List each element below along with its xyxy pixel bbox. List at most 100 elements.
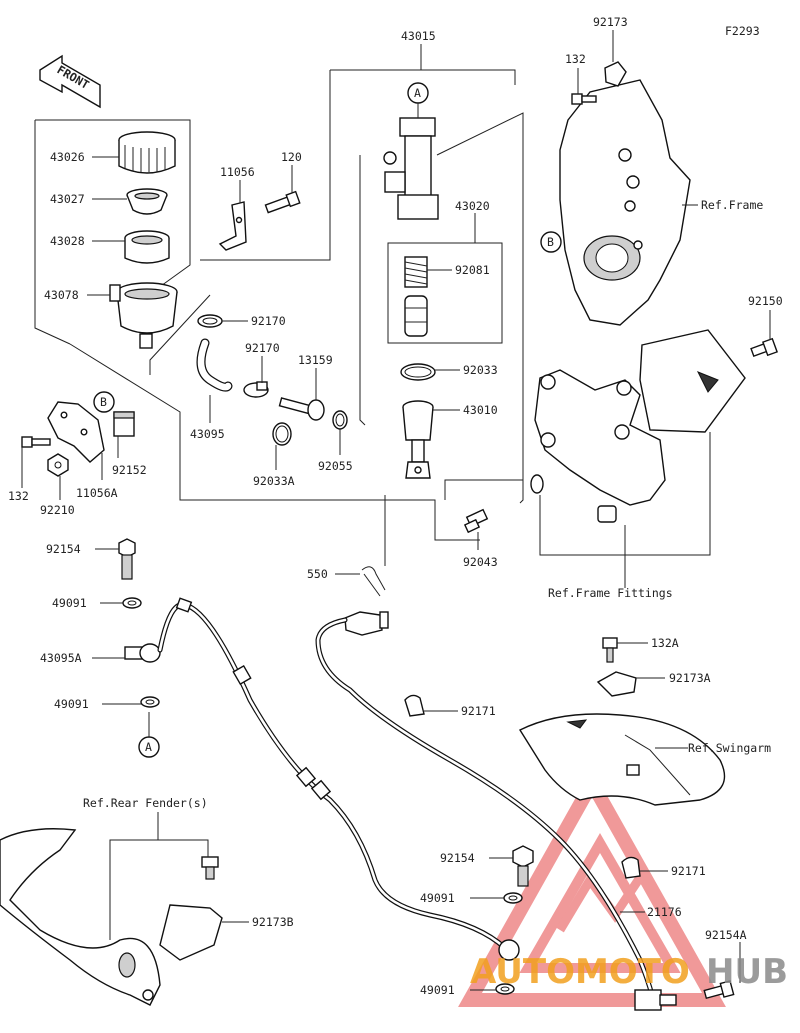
label-92152: 92152 [112, 463, 147, 477]
label-92171-a: 92171 [461, 704, 496, 718]
reservoir-tank [109, 282, 178, 349]
diagram-code: F2293 [725, 24, 760, 38]
label-43010: 43010 [463, 403, 498, 417]
ref-rear-fender: Ref.Rear Fender(s) [83, 796, 208, 810]
spring-92081 [404, 256, 428, 288]
washer-49091-d [495, 983, 515, 995]
label-92173: 92173 [593, 15, 628, 29]
label-21176: 21176 [647, 905, 682, 919]
reservoir-cap [118, 131, 176, 174]
label-43028: 43028 [50, 234, 85, 248]
rear-fender-part [0, 828, 161, 1006]
label-43078: 43078 [44, 288, 79, 302]
clip-92171-a [404, 694, 425, 717]
label-92154a: 92154A [705, 928, 747, 942]
label-132-top: 132 [565, 52, 586, 66]
assembly-outlines [34, 44, 524, 541]
washer-49091-c [503, 892, 523, 904]
label-92170-b: 92170 [245, 341, 280, 355]
label-92150: 92150 [748, 294, 783, 308]
clamp-92173 [604, 61, 627, 87]
label-92173b: 92173B [252, 915, 294, 929]
label-550: 550 [307, 567, 328, 581]
label-49091-d: 49091 [420, 983, 455, 997]
bolt-fender [201, 856, 219, 880]
reservoir-plate [126, 188, 168, 215]
label-49091-b: 49091 [54, 697, 89, 711]
frame-part [559, 79, 691, 326]
piston-43020 [404, 295, 428, 337]
bolt-120 [264, 190, 301, 214]
clamp-92170-a [197, 314, 223, 328]
speed-sensor [634, 989, 677, 1011]
watermark-text: AUTOMOTO HUB [470, 952, 788, 992]
pin-92043 [463, 508, 489, 534]
wire-harness [315, 617, 655, 998]
hose-grommets [175, 597, 332, 801]
cotter-pin-550 [361, 566, 386, 597]
hose-43095 [196, 338, 233, 392]
label-92033a: 92033A [253, 474, 295, 488]
pushrod-43010 [402, 400, 434, 479]
bolt-132-top [571, 93, 597, 105]
ref-frame: Ref.Frame [701, 198, 763, 212]
banjo-fitting-43095a [124, 643, 161, 663]
svg-text:A: A [145, 740, 152, 754]
label-92154-b: 92154 [440, 851, 475, 865]
svg-text:B: B [547, 235, 554, 249]
reservoir-diaphragm [124, 230, 170, 264]
label-43095a: 43095A [40, 651, 82, 665]
label-92170-a: 92170 [251, 314, 286, 328]
label-92043: 92043 [463, 555, 498, 569]
swingarm-part [518, 713, 726, 806]
oring-92055 [332, 410, 348, 430]
label-11056: 11056 [220, 165, 255, 179]
label-43026: 43026 [50, 150, 85, 164]
label-13159: 13159 [298, 353, 333, 367]
footpeg-bracket [534, 369, 666, 523]
callout-a-top: A [407, 82, 429, 118]
label-92171-b: 92171 [671, 864, 706, 878]
clamp-92170-b [243, 381, 269, 398]
label-43015: 43015 [401, 29, 436, 43]
label-92033: 92033 [463, 363, 498, 377]
sensor-connector [344, 611, 389, 636]
label-132a: 132A [651, 636, 679, 650]
label-92173a: 92173A [669, 671, 711, 685]
slave-cylinder-fitting [498, 939, 520, 961]
clamp-92173b [159, 904, 223, 961]
label-49091-c: 49091 [420, 891, 455, 905]
bolt-132a [602, 637, 618, 663]
banjo-bolt-92154-a [118, 538, 136, 580]
watermark-part1: AUTOMOTO [470, 952, 690, 992]
label-92081: 92081 [455, 263, 490, 277]
leaders-reservoir [87, 156, 127, 296]
callout-b-left: B [93, 391, 115, 413]
bracket-11056 [218, 201, 247, 251]
label-49091-a: 49091 [52, 596, 87, 610]
clip-92171-b [621, 856, 641, 879]
washer-49091-a [122, 597, 142, 609]
bracket-11056a [47, 401, 105, 463]
label-92154-a: 92154 [46, 542, 81, 556]
ref-frame-fittings: Ref.Frame Fittings [548, 586, 673, 600]
washer-49091-b [140, 696, 160, 708]
banjo-bolt-92154-b [512, 845, 534, 887]
fitting-13159 [278, 397, 325, 421]
callout-b-right: B [540, 231, 562, 253]
svg-text:B: B [100, 395, 107, 409]
front-arrow-icon: FRONT [39, 54, 101, 109]
label-132-left: 132 [8, 489, 29, 503]
bolt-92150 [750, 337, 778, 358]
watermark-part2: HUB [706, 952, 788, 992]
clamp-92173a [596, 671, 637, 697]
label-43020: 43020 [455, 199, 490, 213]
circlip-92033a [272, 422, 292, 446]
label-92055: 92055 [318, 459, 353, 473]
label-43027: 43027 [50, 192, 85, 206]
master-cylinder [383, 117, 439, 220]
svg-text:A: A [414, 86, 421, 100]
nut-92210 [47, 453, 69, 477]
label-43095: 43095 [190, 427, 225, 441]
